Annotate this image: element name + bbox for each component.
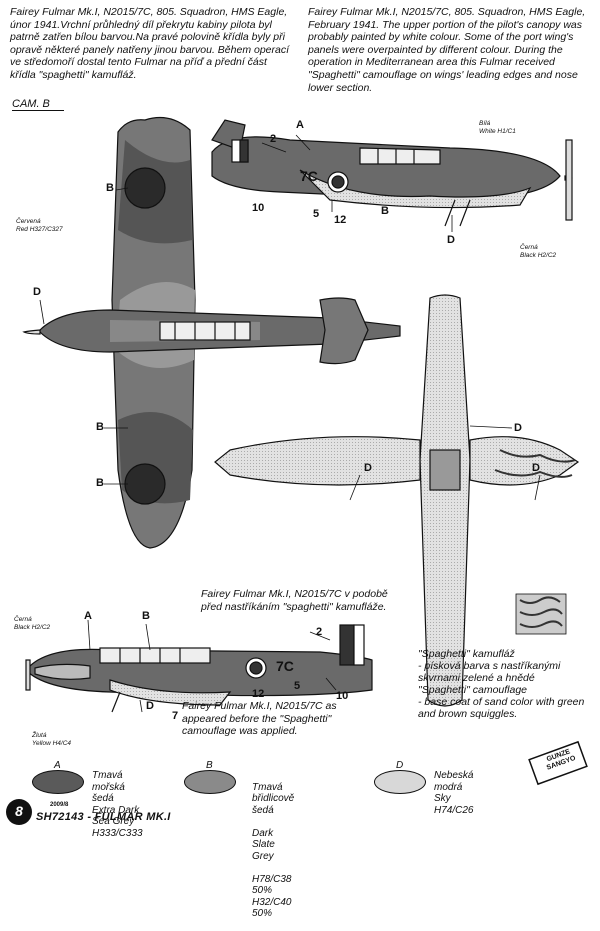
description-czech: Fairey Fulmar Mk.I, N2015/7C, 805. Squad… xyxy=(10,6,290,81)
spaghetti-note: "Spaghetti" kamufláž - písková barva s n… xyxy=(418,648,585,720)
side-view-aircraft xyxy=(211,119,573,227)
callout-d-bottom: D xyxy=(146,700,154,712)
label-black-bottom: Černá Black H2/C2 xyxy=(14,616,51,631)
callout-10-side: 10 xyxy=(252,202,265,214)
page-number-badge xyxy=(6,799,32,825)
top-view-aircraft xyxy=(22,117,401,549)
callout-12-side: 12 xyxy=(334,214,347,226)
code-side: 7C xyxy=(300,168,318,184)
callout-d-left: D xyxy=(33,286,41,298)
page-number: 8 xyxy=(15,803,23,819)
callout-2-side: 2 xyxy=(270,133,277,145)
label-yellow: Žlutá Yellow H4/C4 xyxy=(32,732,72,747)
legend-swatch-a xyxy=(32,770,84,794)
legend-codes-b: H78/C38 50% H32/C40 50% xyxy=(252,873,292,920)
cam-label: CAM. B xyxy=(12,98,64,111)
underside-view-aircraft xyxy=(214,294,580,707)
callout-10-bottom: 10 xyxy=(336,690,349,702)
callout-d-under-right: D xyxy=(514,422,522,434)
legend-cz-d: Nebeská modrá xyxy=(434,770,474,793)
legend-cz-a: Tmavá mořská šedá xyxy=(92,770,125,804)
code-bottom: 7C xyxy=(276,658,294,674)
bottom-side-view-aircraft xyxy=(25,624,373,713)
footer-year: 2009/8 xyxy=(50,802,69,808)
leader-lines xyxy=(39,134,541,713)
aircraft-drawings xyxy=(22,117,588,786)
legend-en-d: Sky xyxy=(434,793,451,804)
legend-codes-a: H333/C333 xyxy=(92,827,143,839)
legend-en-b: Dark Slate Grey xyxy=(252,827,275,862)
legend-letter-d: D xyxy=(396,760,404,771)
callout-a-side: A xyxy=(296,119,304,131)
legend-codes-d: H74/C26 xyxy=(434,804,474,816)
callout-b-side: B xyxy=(381,205,389,217)
legend-swatch-d xyxy=(374,770,426,794)
legend-text-a: Tmavá mořská šedá Extra Dark Sea Grey H3… xyxy=(92,770,143,839)
callout-7-bottom: 7 xyxy=(172,710,179,722)
caption-before-en: Fairey Fulmar Mk.I, N2015/7C as appeared… xyxy=(182,700,337,738)
label-white: Bílá White H1/C1 xyxy=(479,120,516,135)
callout-2-bottom: 2 xyxy=(316,626,323,638)
callout-d-under-left: D xyxy=(364,462,372,474)
label-black-top: Černá Black H2/C2 xyxy=(520,244,557,259)
caption-before-cz: Fairey Fulmar Mk.I, N2015/7C v podobě př… xyxy=(201,588,388,613)
callout-b-low: B xyxy=(96,477,104,489)
label-red: Červená Red H327/C327 xyxy=(16,218,63,233)
spaghetti-swatch xyxy=(515,593,567,635)
callout-b-bottom: B xyxy=(142,610,150,622)
legend-cz-b: Tmavá břidlicově šedá xyxy=(252,781,295,816)
callout-a-bottom: A xyxy=(84,610,92,622)
brand-logo xyxy=(528,740,588,786)
legend-en-a: Extra Dark Sea Grey xyxy=(92,804,140,828)
callout-5-side: 5 xyxy=(313,208,320,220)
footer-title: SH72143 - FULMAR MK.I xyxy=(36,811,171,823)
legend-text-d: Nebeská modrá Sky H74/C26 xyxy=(434,770,473,816)
legend-letter-b: B xyxy=(206,760,213,771)
callout-d-side: D xyxy=(447,234,455,246)
callout-b-top: B xyxy=(106,182,114,194)
callout-12-bottom: 12 xyxy=(252,688,265,700)
description-english: Fairey Fulmar Mk.I, N2015/7C, 805. Squad… xyxy=(308,6,586,94)
legend-letter-a: A xyxy=(54,760,61,771)
legend-swatch-b xyxy=(184,770,236,794)
callout-d-under-far: D xyxy=(532,462,540,474)
callout-5-bottom: 5 xyxy=(294,680,301,692)
callout-b-mid: B xyxy=(96,421,104,433)
legend-text-b: Tmavá břidlicově šedá Dark Slate Grey H7… xyxy=(252,770,294,931)
